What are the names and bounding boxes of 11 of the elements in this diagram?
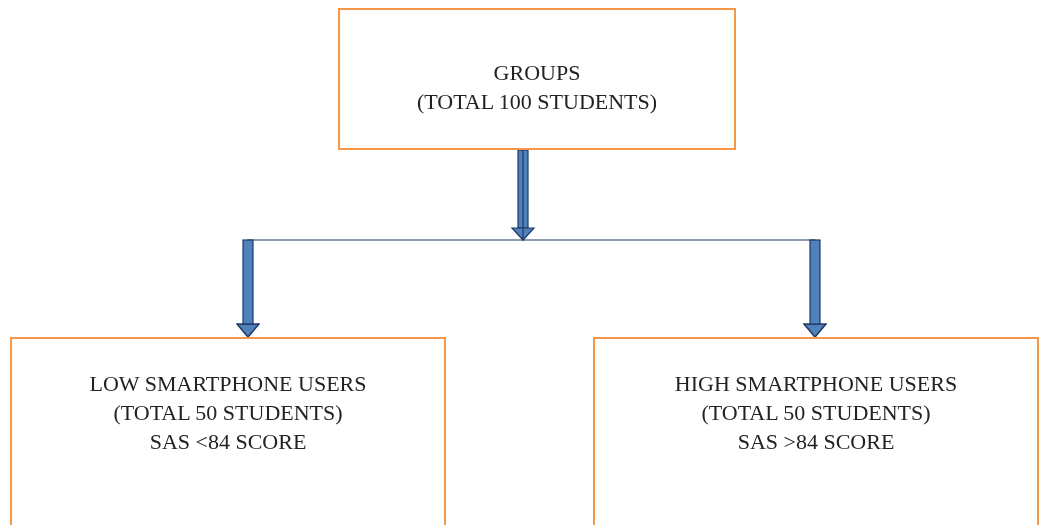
- process-box: [338, 8, 736, 150]
- process-box: [10, 337, 446, 525]
- box-text: (TOTAL 50 STUDENTS): [700, 399, 932, 427]
- box-text: SAS >84 SCORE: [736, 428, 896, 456]
- box-text: HIGH SMARTPHONE USERS: [673, 370, 959, 398]
- box-text: GROUPS: [492, 59, 582, 87]
- box-text: (TOTAL 50 STUDENTS): [112, 399, 344, 427]
- box-text: SAS <84 SCORE: [148, 428, 308, 456]
- box-text: LOW SMARTPHONE USERS: [88, 370, 368, 398]
- process-box: [593, 337, 1039, 525]
- box-text: (TOTAL 100 STUDENTS): [415, 88, 659, 116]
